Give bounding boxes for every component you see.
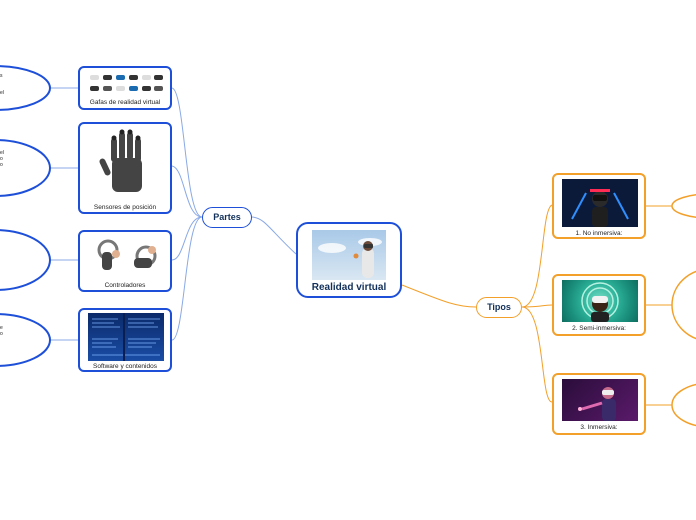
tipos-item-inmersiva[interactable]: 3. Inmersiva: [552,373,646,435]
partes-label-sensores: Sensores de posición [93,204,157,211]
leaf-oval-right-1 [671,194,696,218]
oval1-text-fragment: s [0,73,3,79]
vr-headset-person-image [312,230,386,280]
controllers-image [90,236,164,276]
leaf-oval-4 [0,313,51,367]
central-title: Realidad virtual [311,282,387,293]
tipos-item-semi-inmersiva[interactable]: 2. Semi-inmersiva: [552,274,646,336]
tipos-label-semi-inmersiva: 2. Semi-inmersiva: [572,325,626,332]
branch-tipos[interactable]: Tipos [476,297,522,318]
partes-item-controladores[interactable]: Controladores [78,230,172,292]
glove-sensor-image [98,128,156,198]
partes-item-software[interactable]: Software y contenidos [78,308,172,372]
oval1-text-fragment-2: el [0,90,4,96]
partes-label-gafas: Gafas de realidad virtual [89,99,161,106]
central-node[interactable]: Realidad virtual [296,222,402,298]
non-immersive-image [562,179,638,227]
software-screens-image [88,313,164,361]
partes-label-controladores: Controladores [104,282,146,289]
leaf-oval-right-2 [671,270,696,340]
branch-partes[interactable]: Partes [202,207,252,228]
leaf-oval-3 [0,229,51,291]
partes-item-gafas[interactable]: Gafas de realidad virtual [78,66,172,110]
semi-immersive-image [562,280,638,322]
leaf-oval-2 [0,139,51,197]
leaf-oval-1 [0,65,51,111]
leaf-oval-right-3 [671,383,696,427]
vr-headsets-image [88,72,164,96]
tipos-item-no-inmersiva[interactable]: 1. No inmersiva: [552,173,646,239]
partes-label-software: Software y contenidos [93,363,157,370]
immersive-image [562,379,638,421]
tipos-label-no-inmersiva: 1. No inmersiva: [575,230,623,237]
tipos-label-inmersiva: 3. Inmersiva: [580,424,618,431]
partes-item-sensores[interactable]: Sensores de posición [78,122,172,214]
